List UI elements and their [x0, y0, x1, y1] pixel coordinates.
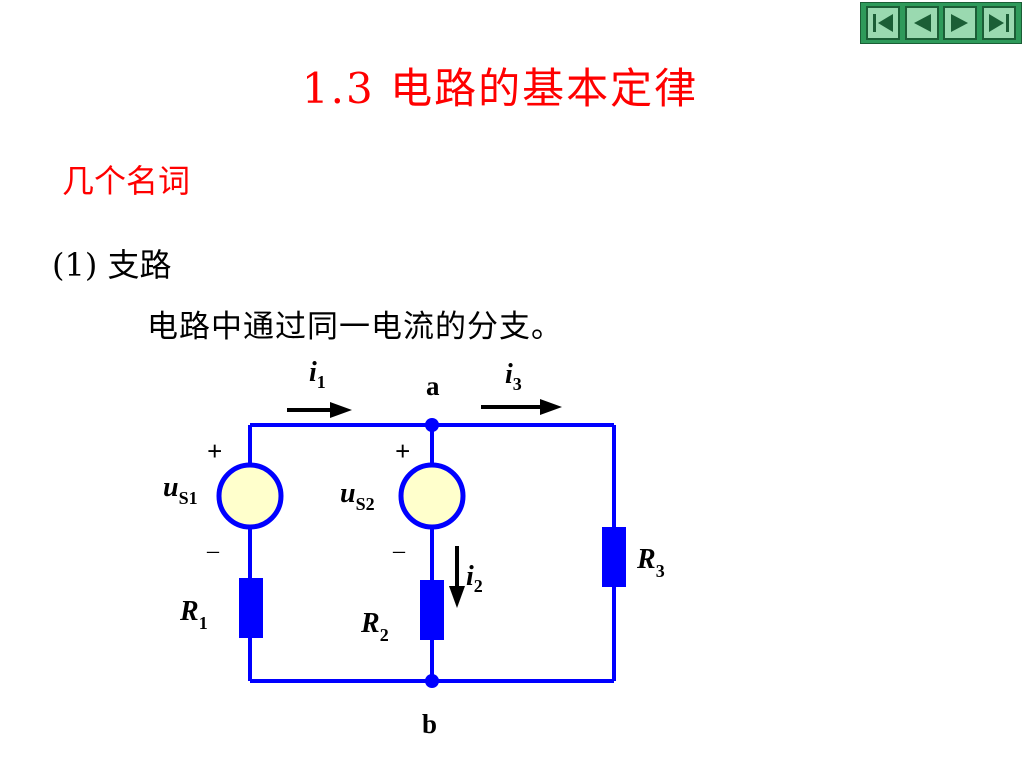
resistor-r1 — [239, 578, 263, 638]
item-heading: (1) 支路 — [52, 240, 172, 286]
next-slide-button[interactable] — [943, 6, 978, 40]
current-arrow-i2 — [449, 546, 465, 608]
skip-back-icon — [873, 14, 894, 32]
source-us1-label: uS1 — [163, 472, 198, 508]
resistor-r3 — [602, 527, 626, 587]
resistor-r1-label: R1 — [179, 596, 208, 633]
current-arrow-i1 — [287, 402, 352, 418]
slide-navigation — [860, 2, 1022, 44]
current-i2-label: i2 — [466, 561, 483, 596]
us1-minus-sign: – — [206, 538, 220, 564]
resistor-r2-label: R2 — [360, 608, 389, 645]
last-slide-button[interactable] — [981, 6, 1016, 40]
previous-slide-button[interactable] — [904, 6, 939, 40]
source-us2-label: uS2 — [340, 478, 375, 514]
current-arrow-i3 — [481, 399, 562, 415]
item-number: (1) — [52, 246, 98, 284]
node-b-label: b — [422, 709, 437, 739]
resistor-r2 — [420, 580, 444, 640]
voltage-source-us2 — [398, 462, 466, 530]
first-slide-button[interactable] — [866, 6, 901, 40]
us1-plus-sign: + — [207, 436, 222, 466]
us2-minus-sign: – — [392, 538, 406, 564]
skip-forward-icon — [988, 14, 1009, 32]
resistor-r3-label: R3 — [636, 544, 665, 581]
voltage-source-us1 — [216, 462, 284, 530]
slide-title: 1.3 电路的基本定律 — [301, 64, 699, 113]
previous-icon — [913, 14, 931, 32]
current-i3-label: i3 — [505, 359, 522, 394]
current-i1-label: i1 — [309, 357, 326, 392]
next-icon — [951, 14, 969, 32]
node-b-dot — [425, 674, 439, 688]
item-definition: 电路中通过同一电流的分支。 — [147, 309, 563, 345]
node-a-dot — [425, 418, 439, 432]
us2-plus-sign: + — [395, 436, 410, 466]
item-term: 支路 — [107, 246, 172, 284]
node-a-label: a — [426, 371, 440, 401]
section-subtitle: 几个名词 — [62, 162, 191, 200]
